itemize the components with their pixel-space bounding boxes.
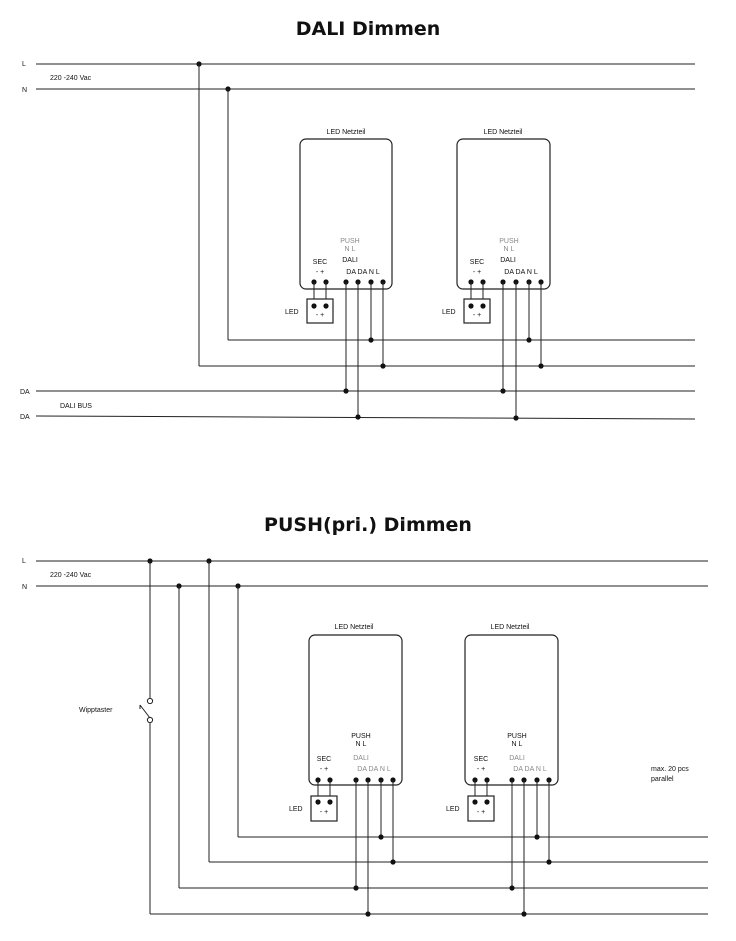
- da2-junction: [521, 911, 527, 917]
- led-terminal-minus: [315, 799, 321, 805]
- driver-dali-label: DALI: [353, 755, 369, 762]
- l-junction: [538, 363, 544, 369]
- driver-box: [456, 138, 551, 290]
- driver-push-label: PUSH: [507, 733, 526, 740]
- led-terminal-minus: [468, 303, 474, 309]
- push-title: PUSH(pri.) Dimmen: [264, 514, 472, 536]
- driver-sec-label: SEC: [313, 259, 327, 266]
- led-label: LED: [289, 806, 303, 813]
- dali-driver-1: LED Netzteil PUSH N L SEC DALI - + DA DA…: [285, 129, 393, 420]
- driver-box: [299, 138, 393, 290]
- driver-push-label: PUSH: [499, 238, 518, 245]
- da2-junction: [365, 911, 371, 917]
- driver-push-label: PUSH: [351, 733, 370, 740]
- push-driver-2: LED Netzteil PUSH N L SEC DALI - + DA DA…: [446, 624, 559, 917]
- led-module: [467, 795, 495, 822]
- driver-dali-label: DALI: [500, 257, 516, 264]
- led-label: LED: [285, 309, 299, 316]
- driver-sec-label: SEC: [317, 756, 331, 763]
- driver-name: LED Netzteil: [491, 624, 530, 631]
- driver-dali-label: DALI: [342, 257, 358, 264]
- push-driver-1: LED Netzteil PUSH N L SEC DALI - + DA DA…: [289, 624, 403, 917]
- push-note-line2: parallel: [651, 776, 674, 783]
- da1-junction: [353, 885, 359, 891]
- led-terminal-plus: [484, 799, 490, 805]
- dali-line-L-label: L: [22, 61, 26, 68]
- driver-sec-polarity: - +: [316, 269, 324, 276]
- driver-sec-polarity: - +: [320, 766, 328, 773]
- da2-junction: [513, 415, 519, 421]
- da1-junction: [509, 885, 515, 891]
- led-terminal-plus: [480, 303, 486, 309]
- n-junction: [534, 834, 540, 840]
- driver-terminal-labels: DA DA N L: [504, 269, 538, 276]
- dali-bus-DA1-label: DA: [20, 389, 30, 396]
- led-polarity: - +: [473, 312, 481, 319]
- driver-sec-label: SEC: [474, 756, 488, 763]
- dali-diagram: DALI Dimmen L 220 -240 Vac N DA DALI BUS…: [20, 18, 696, 421]
- switch-lever: [139, 704, 151, 719]
- driver-terminal-labels: DA DA N L: [357, 766, 391, 773]
- dali-bus-label: DALI BUS: [60, 403, 92, 410]
- da2-junction: [355, 414, 361, 420]
- led-label: LED: [442, 309, 456, 316]
- l-junction: [380, 363, 386, 369]
- dali-line-N-label: N: [22, 87, 27, 94]
- led-terminal-minus: [472, 799, 478, 805]
- led-terminal-plus: [327, 799, 333, 805]
- driver-sec-polarity: - +: [477, 766, 485, 773]
- n-junction: [526, 337, 532, 343]
- led-module: [463, 298, 491, 324]
- da1-junction: [500, 388, 506, 394]
- led-polarity: - +: [477, 809, 485, 816]
- led-module: [306, 298, 334, 324]
- dali-driver-2: LED Netzteil PUSH N L SEC DALI - + DA DA…: [442, 129, 551, 421]
- driver-terminal-labels: DA DA N L: [346, 269, 380, 276]
- driver-name: LED Netzteil: [335, 624, 374, 631]
- l-junction: [390, 859, 396, 865]
- dali-voltage-label: 220 -240 Vac: [50, 75, 92, 82]
- driver-push-label: PUSH: [340, 238, 359, 245]
- push-line-L-label: L: [22, 558, 26, 565]
- switch-contact-bottom: [146, 716, 154, 724]
- l-junction: [546, 859, 552, 865]
- push-line-N-label: N: [22, 584, 27, 591]
- driver-name: LED Netzteil: [327, 129, 366, 136]
- push-note-line1: max. 20 pcs: [651, 766, 689, 773]
- led-terminal-plus: [323, 303, 329, 309]
- led-terminal-minus: [311, 303, 317, 309]
- dali-bus-DA2: [35, 415, 696, 420]
- led-label: LED: [446, 806, 460, 813]
- driver-push-nl: N L: [345, 246, 356, 253]
- push-voltage-label: 220 -240 Vac: [50, 572, 92, 579]
- driver-push-nl: N L: [512, 741, 523, 748]
- led-module: [310, 795, 338, 822]
- dali-title: DALI Dimmen: [296, 18, 441, 40]
- led-polarity: - +: [316, 312, 324, 319]
- driver-sec-polarity: - +: [473, 269, 481, 276]
- da1-junction: [343, 388, 349, 394]
- driver-push-nl: N L: [356, 741, 367, 748]
- led-polarity: - +: [320, 809, 328, 816]
- driver-name: LED Netzteil: [484, 129, 523, 136]
- driver-dali-label: DALI: [509, 755, 525, 762]
- driver-sec-label: SEC: [470, 259, 484, 266]
- driver-terminal-labels: DA DA N L: [513, 766, 547, 773]
- switch-contact-top: [146, 697, 154, 705]
- n-junction: [368, 337, 374, 343]
- switch-label: Wipptaster: [79, 707, 113, 714]
- dali-bus-DA2-label: DA: [20, 414, 30, 421]
- driver-push-nl: N L: [504, 246, 515, 253]
- push-diagram: PUSH(pri.) Dimmen L 220 -240 Vac N Wippt…: [22, 514, 708, 917]
- n-junction: [378, 834, 384, 840]
